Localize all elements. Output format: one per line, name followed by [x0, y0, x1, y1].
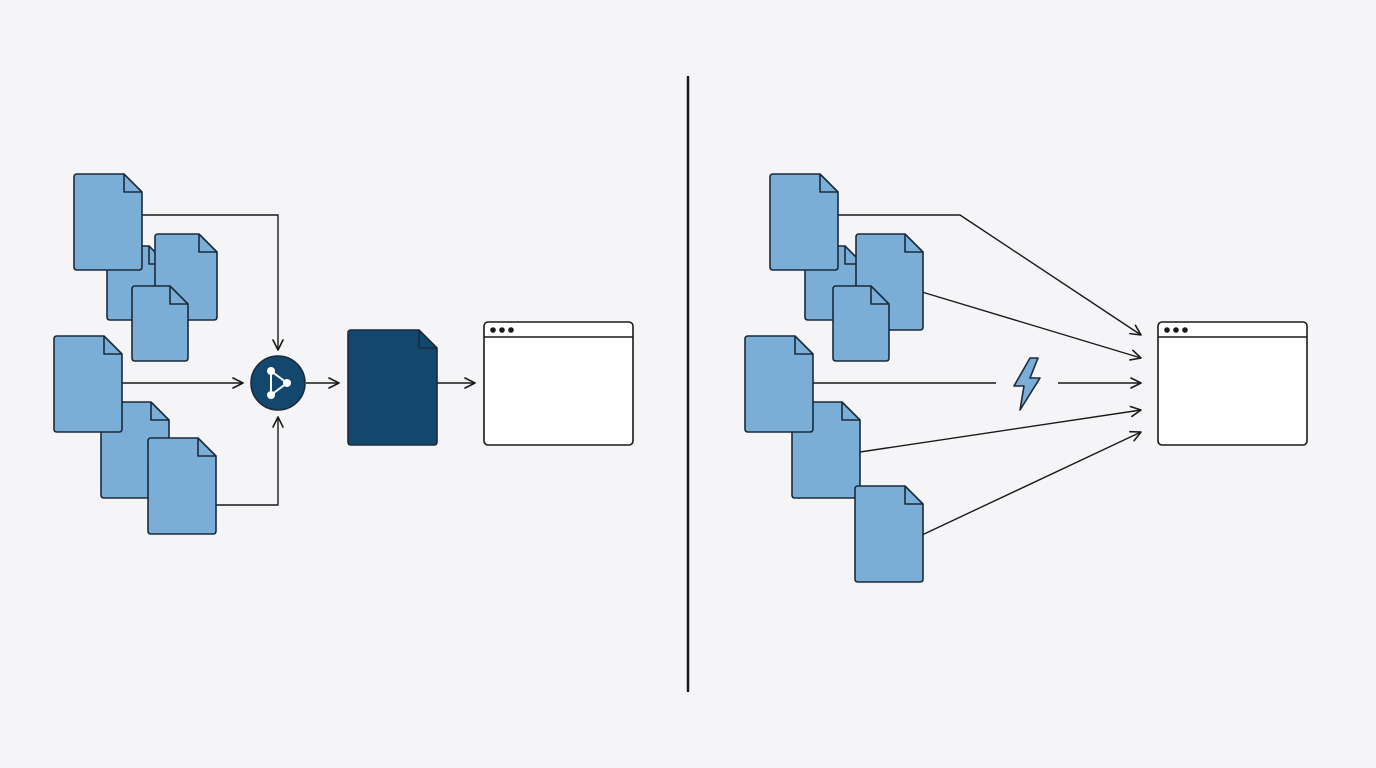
- left-connectors: [120, 214, 476, 506]
- right-source-files: [744, 173, 924, 583]
- document-icon: [769, 173, 839, 271]
- bundle-document-icon: [347, 329, 438, 446]
- document-icon: [53, 335, 123, 433]
- bundle-document-icon: [347, 329, 438, 446]
- connector-line: [859, 405, 1142, 453]
- document-icon: [832, 285, 890, 362]
- lightning-bolt-icon: [1013, 357, 1041, 411]
- connector-line: [140, 214, 284, 351]
- connector-line: [921, 291, 1142, 361]
- connector-line: [838, 214, 1142, 336]
- document-icon: [147, 437, 217, 535]
- browser-window-icon: [483, 321, 634, 446]
- document-icon: [131, 285, 189, 362]
- document-icon: [744, 335, 814, 433]
- document-icon: [854, 485, 924, 583]
- connector-line: [921, 430, 1142, 536]
- bundler-graph-glyph: [267, 367, 291, 399]
- left-panel-bundled: [53, 173, 634, 535]
- right-connectors: [812, 214, 1142, 536]
- browser-window-icon: [1157, 321, 1308, 446]
- bundler-graph-icon: [250, 355, 306, 411]
- document-icon: [73, 173, 143, 271]
- right-panel-unbundled: [744, 173, 1308, 583]
- left-source-files: [53, 173, 218, 535]
- connector-line: [214, 416, 284, 506]
